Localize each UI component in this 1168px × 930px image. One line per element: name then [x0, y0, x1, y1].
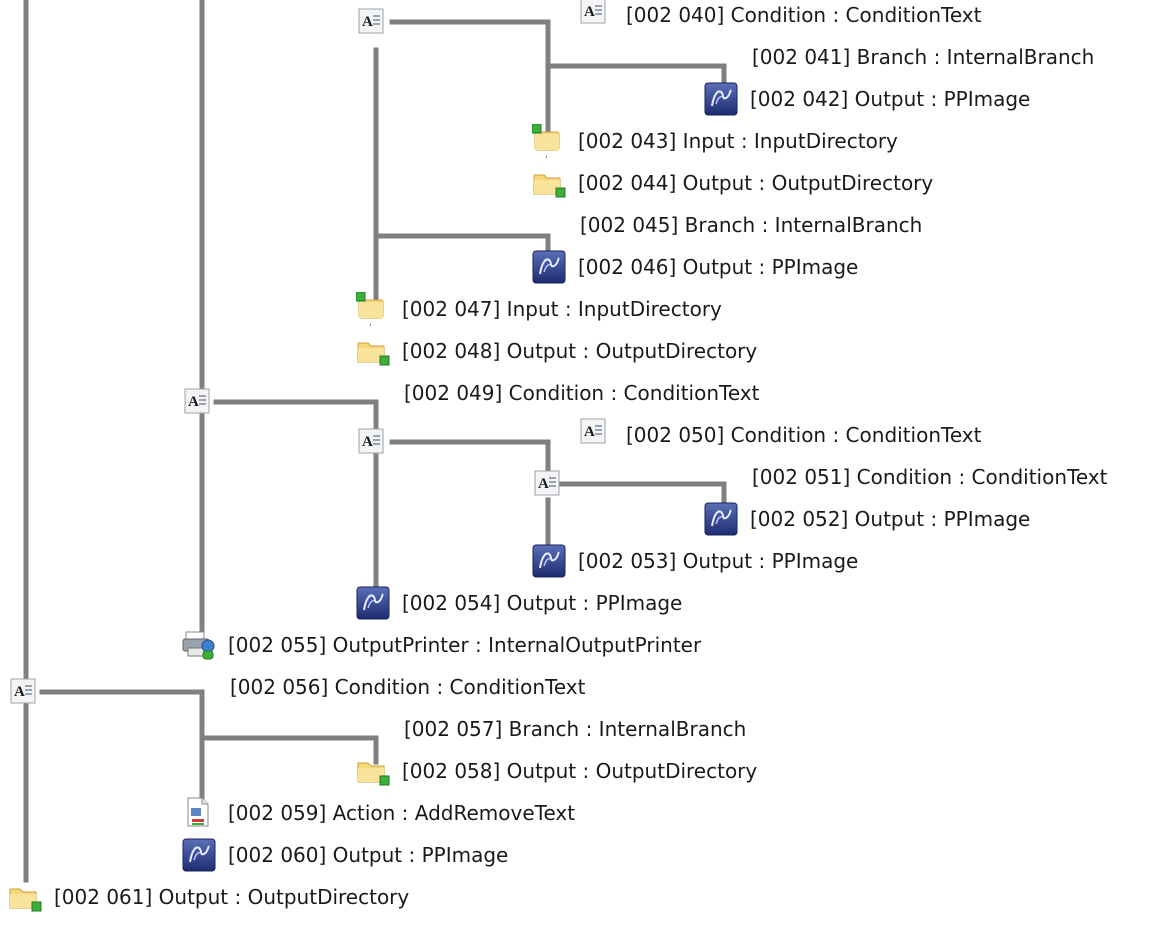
tree-node-049[interactable]: [002 049] Condition : ConditionText: [404, 373, 759, 413]
tree-node-059[interactable]: [002 059] Action : AddRemoveText: [182, 793, 575, 833]
output-directory-icon: [356, 334, 390, 368]
tree-node-047[interactable]: , [002 047] Input : InputDirectory: [356, 289, 722, 329]
ppimage-output-icon: [532, 544, 566, 578]
node-label: [002 054] Output : PPImage: [402, 591, 683, 615]
tree-node-061[interactable]: [002 061] Output : OutputDirectory: [8, 877, 409, 917]
condition-text-icon: A: [580, 0, 614, 32]
condition-text-icon[interactable]: A: [534, 470, 560, 500]
node-label: [002 055] OutputPrinter : InternalOutput…: [228, 633, 702, 657]
condition-text-icon[interactable]: A: [184, 388, 210, 418]
tree-node-056[interactable]: [002 056] Condition : ConditionText: [230, 667, 585, 707]
svg-text:,: ,: [369, 318, 372, 326]
tree-node-054[interactable]: [002 054] Output : PPImage: [356, 583, 682, 623]
tree-node-048[interactable]: [002 048] Output : OutputDirectory: [356, 331, 757, 371]
output-directory-icon: [356, 754, 390, 788]
svg-text:A: A: [584, 424, 595, 440]
tree-node-044[interactable]: [002 044] Output : OutputDirectory: [532, 163, 933, 203]
output-directory-icon: [532, 166, 566, 200]
tree-node-058[interactable]: [002 058] Output : OutputDirectory: [356, 751, 757, 791]
node-label: [002 059] Action : AddRemoveText: [228, 801, 576, 825]
connector-line: [389, 439, 551, 471]
node-label: [002 042] Output : PPImage: [750, 87, 1031, 111]
node-label: [002 050] Condition : ConditionText: [626, 423, 982, 447]
node-label: [002 049] Condition : ConditionText: [404, 381, 760, 405]
svg-text:A: A: [362, 434, 373, 450]
node-label: [002 047] Input : InputDirectory: [402, 297, 722, 321]
svg-text:A: A: [188, 394, 199, 410]
condition-text-icon: A: [580, 418, 614, 452]
output-directory-icon: [8, 880, 42, 914]
connector-line: [373, 233, 551, 261]
ppimage-output-icon: [704, 502, 738, 536]
tree-node-043[interactable]: , [002 043] Input : InputDirectory: [532, 121, 898, 161]
node-label: [002 041] Branch : InternalBranch: [752, 45, 1095, 69]
node-label: [002 048] Output : OutputDirectory: [402, 339, 758, 363]
node-label: [002 053] Output : PPImage: [578, 549, 859, 573]
connector-line: [559, 481, 727, 513]
connector-line: [389, 19, 551, 133]
node-label: [002 056] Condition : ConditionText: [230, 675, 586, 699]
tree-node-042[interactable]: [002 042] Output : PPImage: [704, 79, 1030, 119]
tree-node-060[interactable]: [002 060] Output : PPImage: [182, 835, 508, 875]
node-label: [002 043] Input : InputDirectory: [578, 129, 898, 153]
condition-text-icon[interactable]: A: [358, 8, 384, 38]
node-label: [002 044] Output : OutputDirectory: [578, 171, 934, 195]
connector-line: [39, 689, 205, 813]
tree-node-053[interactable]: [002 053] Output : PPImage: [532, 541, 858, 581]
svg-text:A: A: [538, 476, 549, 492]
input-directory-icon: ,: [356, 292, 390, 326]
output-printer-icon: [182, 628, 216, 662]
connector-line: [545, 63, 727, 93]
tree-node-045[interactable]: [002 045] Branch : InternalBranch: [580, 205, 922, 245]
condition-text-icon[interactable]: A: [358, 428, 384, 458]
svg-text:A: A: [14, 684, 25, 700]
input-directory-icon: ,: [532, 124, 566, 158]
tree-node-040[interactable]: A [002 040] Condition : ConditionText: [580, 0, 981, 35]
node-label: [002 058] Output : OutputDirectory: [402, 759, 758, 783]
ppimage-output-icon: [704, 82, 738, 116]
ppimage-output-icon: [356, 586, 390, 620]
tree-node-052[interactable]: [002 052] Output : PPImage: [704, 499, 1030, 539]
ppimage-output-icon: [532, 250, 566, 284]
svg-text:A: A: [584, 4, 595, 20]
connector-line: [213, 399, 379, 431]
tree-node-051[interactable]: [002 051] Condition : ConditionText: [752, 457, 1107, 497]
node-label: [002 040] Condition : ConditionText: [626, 3, 982, 27]
node-label: [002 061] Output : OutputDirectory: [54, 885, 410, 909]
node-label: [002 051] Condition : ConditionText: [752, 465, 1108, 489]
node-label: [002 046] Output : PPImage: [578, 255, 859, 279]
ppimage-output-icon: [182, 838, 216, 872]
tree-node-050[interactable]: A [002 050] Condition : ConditionText: [580, 415, 981, 455]
tree-node-041[interactable]: [002 041] Branch : InternalBranch: [752, 37, 1094, 77]
svg-text:A: A: [362, 14, 373, 30]
tree-node-055[interactable]: [002 055] OutputPrinter : InternalOutput…: [182, 625, 701, 665]
node-label: [002 057] Branch : InternalBranch: [404, 717, 747, 741]
tree-node-046[interactable]: [002 046] Output : PPImage: [532, 247, 858, 287]
node-label: [002 060] Output : PPImage: [228, 843, 509, 867]
connector-line: [199, 735, 379, 765]
condition-text-icon[interactable]: A: [10, 678, 36, 708]
svg-text:,: ,: [545, 150, 548, 158]
node-label: [002 052] Output : PPImage: [750, 507, 1031, 531]
tree-node-057[interactable]: [002 057] Branch : InternalBranch: [404, 709, 746, 749]
node-label: [002 045] Branch : InternalBranch: [580, 213, 923, 237]
add-remove-text-icon: [182, 796, 216, 830]
